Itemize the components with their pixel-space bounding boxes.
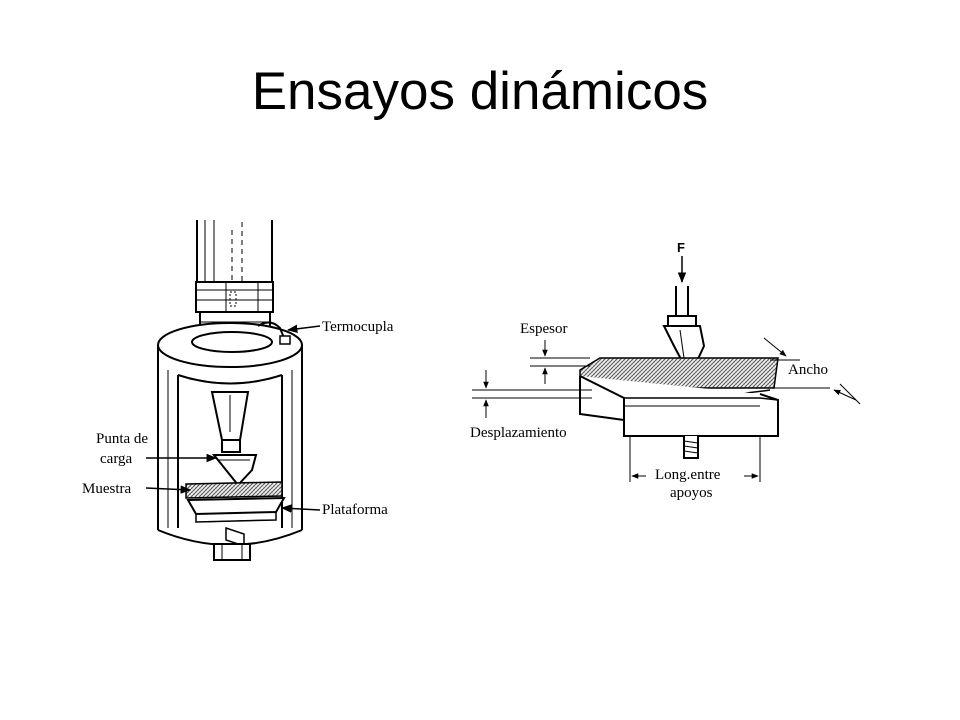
label-span-1: Long.entre — [655, 467, 721, 483]
label-displacement: Desplazamiento — [470, 425, 567, 441]
label-loading-point-1: Punta de — [96, 431, 148, 447]
dma-fixture-diagram — [145, 220, 321, 561]
thermocouple — [257, 321, 291, 345]
bending-test-diagram — [472, 256, 861, 482]
bottom-screw — [683, 436, 699, 459]
slide-title: Ensayos dinámicos — [251, 62, 709, 121]
support-block — [579, 375, 779, 437]
bottom-bolt — [213, 543, 251, 561]
platform — [186, 496, 286, 548]
label-force: F — [677, 240, 685, 255]
label-sample: Muestra — [82, 481, 131, 497]
span-dimension — [629, 436, 761, 482]
displacement-dimension — [472, 370, 592, 418]
label-thermocouple: Termocupla — [322, 319, 394, 335]
loading-point — [210, 391, 258, 487]
label-width: Ancho — [788, 362, 828, 378]
width-dimension — [763, 337, 861, 405]
label-span-2: apoyos — [670, 485, 713, 501]
label-thickness: Espesor — [520, 321, 568, 337]
left-leaders — [145, 324, 321, 513]
label-platform: Plataforma — [322, 502, 388, 518]
label-loading-point-2: carga — [100, 451, 133, 467]
sample — [185, 481, 283, 499]
fixture-housing — [157, 322, 303, 546]
thickness-dimension — [530, 340, 590, 384]
